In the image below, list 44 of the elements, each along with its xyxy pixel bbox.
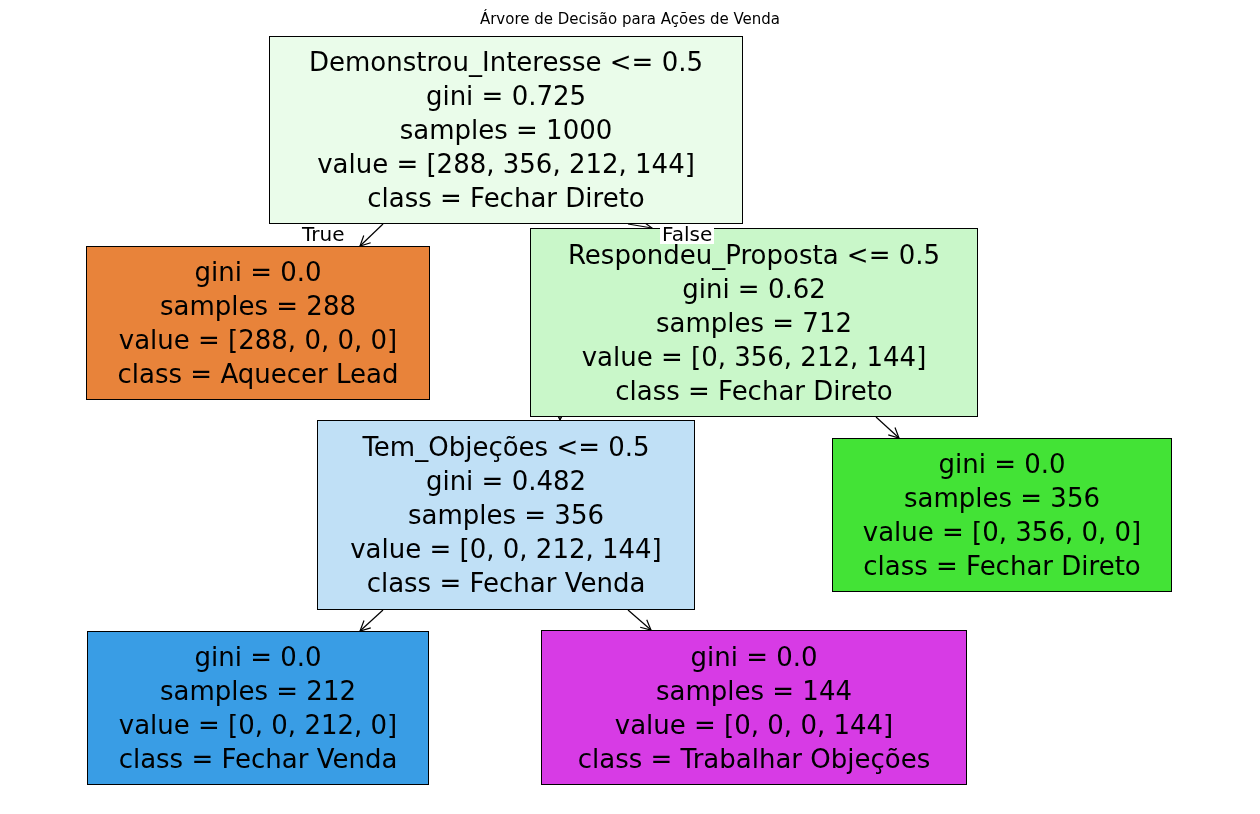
tree-node-box xyxy=(541,630,967,785)
node-text: class = Fechar Venda xyxy=(366,567,646,600)
node-text: gini = 0.482 xyxy=(425,465,587,498)
edge-label: True xyxy=(300,224,347,244)
node-text: gini = 0.0 xyxy=(194,641,322,674)
node-text: gini = 0.0 xyxy=(690,640,818,674)
node-text: value = [0, 0, 0, 144] xyxy=(614,708,894,742)
tree-node-box xyxy=(317,420,695,610)
tree-node-box xyxy=(269,36,743,224)
node-text: class = Fechar Venda xyxy=(118,743,398,776)
node-text: samples = 356 xyxy=(408,499,604,532)
node-text: class = Aquecer Lead xyxy=(117,358,399,391)
node-text: class = Fechar Direto xyxy=(367,182,645,215)
tree-node-box xyxy=(530,228,978,417)
node-text: class = Fechar Direto xyxy=(863,550,1141,583)
node-text: value = [0, 356, 212, 144] xyxy=(581,340,927,374)
arrow xyxy=(875,416,900,439)
tree-node-box xyxy=(832,438,1172,592)
node-text: gini = 0.725 xyxy=(425,80,587,113)
node-text: class = Trabalhar Objeções xyxy=(577,742,931,776)
node-text: samples = 1000 xyxy=(399,114,613,147)
node-text: gini = 0.62 xyxy=(682,272,826,306)
node-text: value = [288, 0, 0, 0] xyxy=(118,324,398,357)
tree-node-box xyxy=(87,631,429,785)
node-text: Tem_Objeções <= 0.5 xyxy=(362,431,650,464)
node-text: gini = 0.0 xyxy=(938,448,1066,481)
node-text: samples = 144 xyxy=(656,674,852,708)
edge-label: False xyxy=(660,224,715,244)
node-text: value = [288, 356, 212, 144] xyxy=(317,148,695,181)
arrow xyxy=(359,609,384,632)
chart-title: Árvore de Decisão para Ações de Venda xyxy=(478,10,782,28)
node-text: value = [0, 356, 0, 0] xyxy=(862,516,1142,549)
node-text: value = [0, 0, 212, 0] xyxy=(118,709,398,742)
node-text: class = Fechar Direto xyxy=(615,374,893,408)
arrow xyxy=(359,223,384,247)
node-text: Demonstrou_Interesse <= 0.5 xyxy=(309,46,703,79)
node-text: samples = 288 xyxy=(160,290,356,323)
node-text: value = [0, 0, 212, 144] xyxy=(350,533,662,566)
node-text: samples = 712 xyxy=(656,306,852,340)
node-text: samples = 356 xyxy=(904,482,1100,515)
node-text: gini = 0.0 xyxy=(194,256,322,289)
tree-node-box xyxy=(86,246,430,400)
node-text: samples = 212 xyxy=(160,675,356,708)
arrow xyxy=(627,609,652,631)
